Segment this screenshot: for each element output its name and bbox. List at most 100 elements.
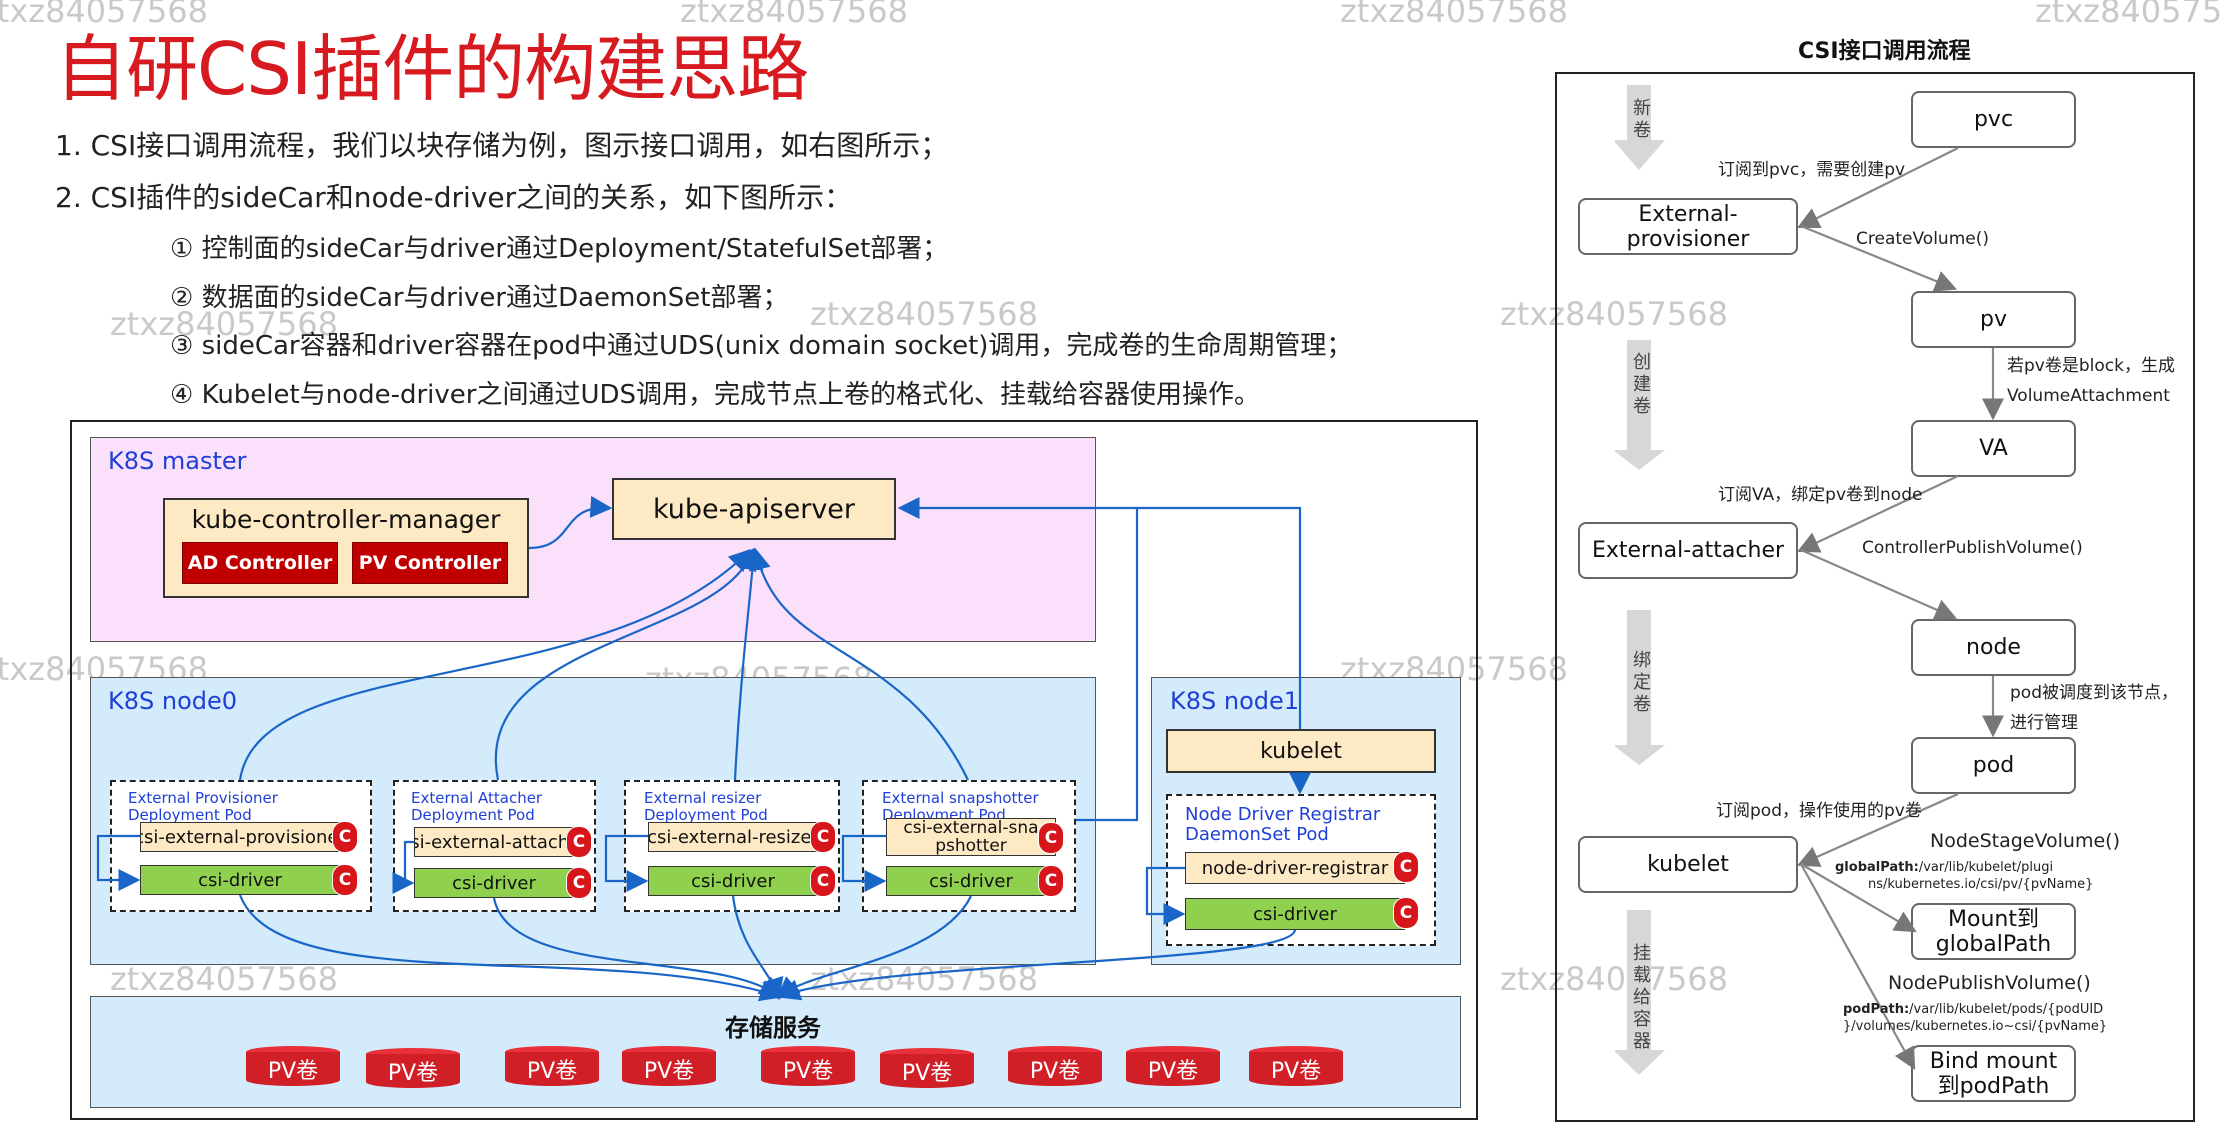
global-path-value: /var/lib/kubelet/plugi [1918,860,2054,875]
bullet-2: 2. CSI插件的sideCar和node-driver之间的关系，如下图所示： [55,181,853,214]
pv-label: PV卷 [246,1052,340,1086]
pv-label: PV卷 [761,1052,855,1086]
pv-label: PV卷 [880,1054,974,1088]
k8s-node1-label: K8S node1 [1170,687,1300,715]
label-sub-pvc: 订阅到pvc，需要创建pv [1718,160,1906,180]
pv-volume: PV卷 [880,1048,974,1094]
csi-external-resizer: csi-external-resizer [648,822,818,852]
container-icon: C [810,865,836,897]
pod-label: External snapshotter [882,789,1039,807]
storage-label: 存储服务 [725,1014,821,1042]
pod-label: DaemonSet Pod [1185,824,1329,845]
kube-apiserver: kube-apiserver [612,478,896,540]
pv-volume: PV卷 [1008,1046,1102,1092]
flow-node-bind: Bind mount到podPath [1911,1045,2076,1102]
pod-label: Deployment Pod [644,806,768,824]
label-sched-1: pod被调度到该节点， [2010,683,2178,703]
pv-volume: PV卷 [761,1046,855,1092]
label-sub-va: 订阅VA，绑定pv卷到node [1718,485,1923,505]
pod-label: External Attacher [411,789,543,807]
label-node-stage: NodeStageVolume() [1930,830,2120,852]
stage-mount: 挂载给容器 [1633,943,1651,1052]
container-icon: C [332,864,358,896]
container-icon: C [332,821,358,853]
pv-label: PV卷 [505,1052,599,1086]
watermark: ztxz84057568 [2035,0,2224,30]
stage-new-volume: 新卷 [1633,98,1651,141]
label-node-publish: NodePublishVolume() [1888,972,2091,994]
subbullet-2: ② 数据面的sideCar与driver通过DaemonSet部署； [170,283,789,313]
ad-controller-box: AD Controller [182,542,338,584]
flow-node-attacher: External-attacher [1578,522,1798,579]
container-icon: C [1038,822,1064,854]
label-create-volume: CreateVolume() [1856,229,1989,249]
subbullet-4: ④ Kubelet与node-driver之间通过UDS调用，完成节点上卷的格式… [170,380,1261,410]
stage-arrows [1615,85,1665,1075]
label-block-2: VolumeAttachment [2007,386,2170,406]
label-block-1: 若pv卷是block，生成 [2007,356,2175,376]
pod-label: Deployment Pod [411,806,535,824]
label-pod-path-2: }/volumes/kubernetes.io~csi/{pvName} [1843,1019,2108,1034]
csi-external-attacher: csi-external-attacher [414,827,574,857]
container-icon: C [566,867,592,899]
label-global-path: globalPath:/var/lib/kubelet/plugi [1835,859,2053,876]
pod-label: Node Driver Registrar [1185,804,1381,825]
container-icon: C [1393,851,1419,883]
label-sub-pod: 订阅pod，操作使用的pv卷 [1716,801,1922,821]
pv-volume: PV卷 [505,1046,599,1092]
flow-node-va: VA [1911,420,2076,477]
pv-controller-box: PV Controller [352,542,508,584]
csi-driver: csi-driver [1185,898,1405,930]
flow-node-mount: Mount到globalPath [1911,903,2076,960]
k8s-master-label: K8S master [108,447,247,475]
pod-label: External resizer [644,789,762,807]
csi-driver: csi-driver [886,866,1056,896]
label-publish: ControllerPublishVolume() [1862,538,2083,558]
page-title: 自研CSI插件的构建思路 [55,27,809,111]
container-icon: C [1038,865,1064,897]
kubelet-box: kubelet [1166,729,1436,773]
flow-node-pv: pv [1911,291,2076,348]
csi-driver: csi-driver [648,866,818,896]
csi-driver: csi-driver [140,865,340,895]
bullet-1: 1. CSI接口调用流程，我们以块存储为例，图示接口调用，如右图所示； [55,129,949,162]
pod-label: External Provisioner [128,789,278,807]
pod-path-key: podPath: [1843,1002,1910,1017]
pv-label: PV卷 [1126,1052,1220,1086]
subbullet-3: ③ sideCar容器和driver容器在pod中通过UDS(unix doma… [170,331,1353,361]
pv-volume: PV卷 [246,1046,340,1092]
flow-title: CSI接口调用流程 [1798,39,1971,64]
flow-node-kubelet: kubelet [1578,836,1798,893]
pv-label: PV卷 [1008,1052,1102,1086]
pod-label: Deployment Pod [128,806,252,824]
pv-label: PV卷 [1249,1052,1343,1086]
k8s-node0-label: K8S node0 [108,687,238,715]
container-icon: C [566,826,592,858]
label-sched-2: 进行管理 [2010,713,2078,733]
container-icon: C [810,821,836,853]
architecture-frame [70,420,1478,1120]
flow-frame [1555,72,2195,1122]
csi-driver: csi-driver [414,868,574,898]
snapshotter-label: csi-external-snapshotter [903,818,1039,856]
stage-create-volume: 创建卷 [1633,352,1651,417]
container-icon: C [1393,897,1419,929]
pv-volume: PV卷 [1126,1046,1220,1092]
pv-volume: PV卷 [366,1048,460,1094]
label-pod-path: podPath:/var/lib/kubelet/pods/{podUID [1843,1001,2103,1018]
architecture-connectors [96,495,1311,1002]
pv-label: PV卷 [622,1052,716,1086]
stage-bind-volume: 绑定卷 [1633,650,1651,715]
kcm-label: kube-controller-manager [191,505,501,534]
flow-node-node: node [1911,619,2076,676]
pv-volume: PV卷 [622,1046,716,1092]
csi-external-provisioner: csi-external-provisioner [140,822,340,852]
label-global-path-2: ns/kubernetes.io/csi/pv/{pvName} [1868,877,2094,892]
subbullet-1: ① 控制面的sideCar与driver通过Deployment/Statefu… [170,234,949,264]
flow-node-provisioner: External-provisioner [1578,198,1798,255]
csi-external-snapshotter: csi-external-snapshotter [886,818,1056,856]
flow-node-pod: pod [1911,737,2076,794]
node-driver-registrar: node-driver-registrar [1185,852,1405,884]
pod-path-value: /var/lib/kubelet/pods/{podUID [1909,1002,2104,1017]
pv-volume: PV卷 [1249,1046,1343,1092]
